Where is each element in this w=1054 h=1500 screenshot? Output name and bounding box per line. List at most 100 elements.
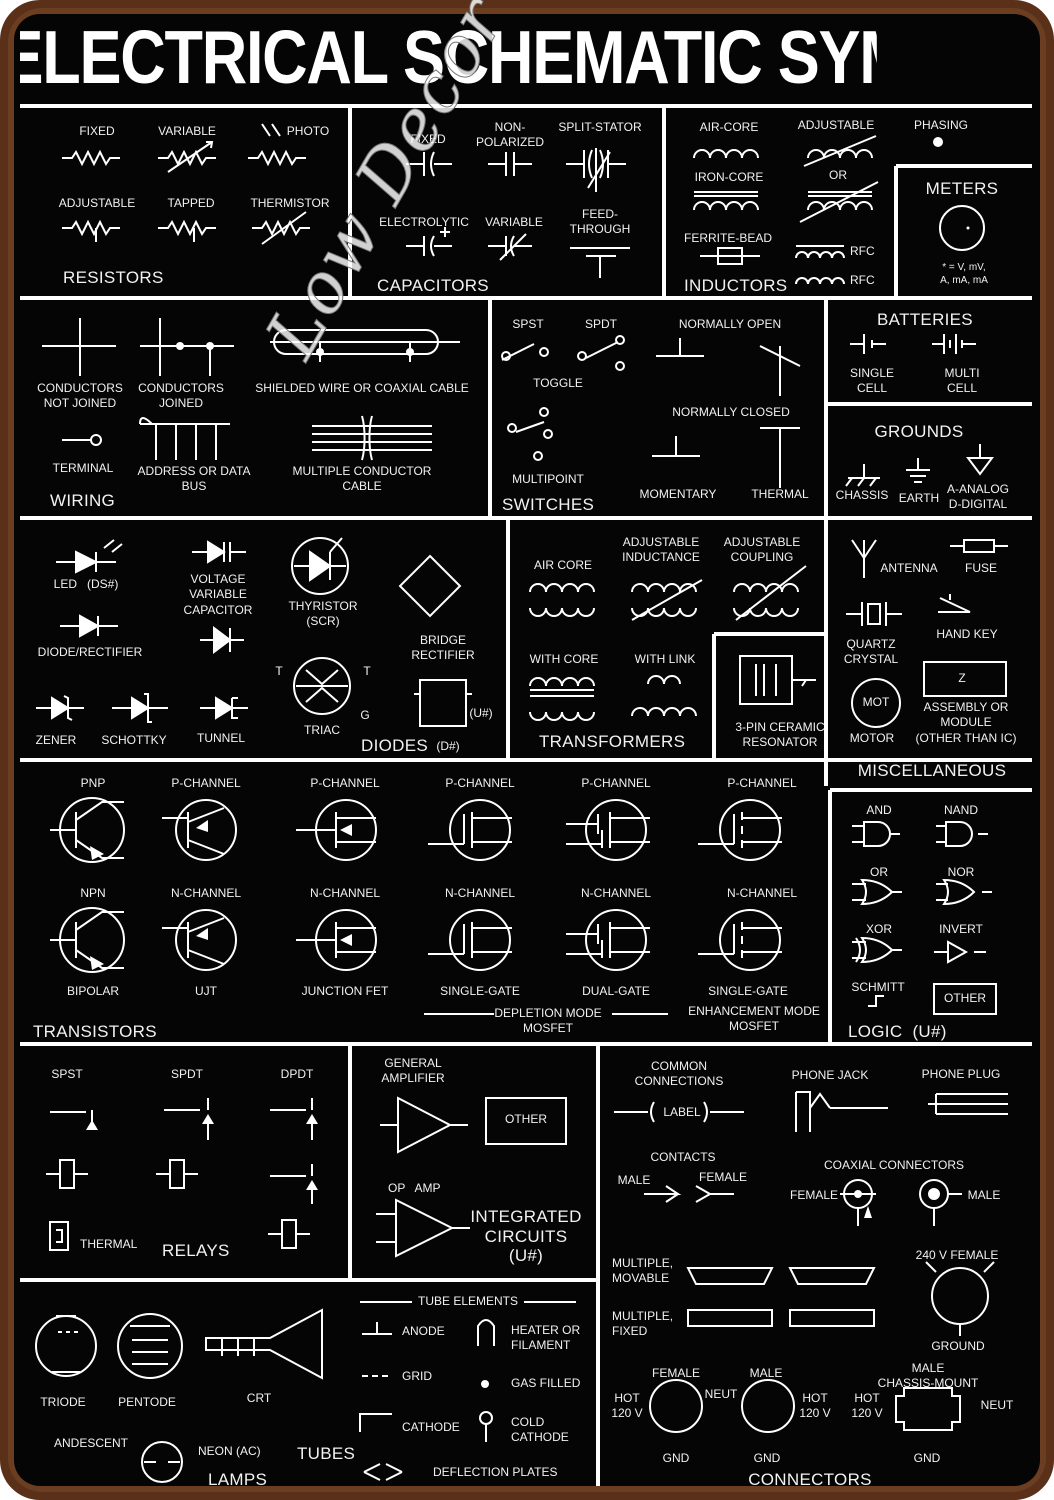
label-adjustable-inductor: ADJUSTABLE <box>797 118 875 132</box>
label-crt: CRT <box>246 1391 272 1405</box>
label-analog-digital: A-ANALOG D-DIGITAL <box>946 482 1010 512</box>
label-gnd-3: GND <box>913 1451 941 1465</box>
label-connector-label: LABEL <box>663 1105 701 1119</box>
label-momentary: MOMENTARY <box>639 487 717 501</box>
label-pnp: PNP <box>80 776 106 790</box>
gas-filled-icon <box>481 1380 489 1388</box>
label-connector-icon <box>614 1101 744 1123</box>
heading-resistors: RESISTORS <box>63 268 164 287</box>
label-triode: TRIODE <box>40 1395 86 1409</box>
heading-grounds: GROUNDS <box>874 422 964 441</box>
momentary-icon <box>652 436 700 457</box>
amplifier-icon <box>380 1096 468 1154</box>
label-and: AND <box>866 803 892 817</box>
phone-jack-icon <box>795 1091 888 1132</box>
and-gate-icon <box>852 821 900 847</box>
label-diodes-d: (D#) <box>436 739 460 753</box>
normally-open-icon <box>656 338 704 357</box>
label-with-core: WITH CORE <box>529 652 599 666</box>
label-grid: GRID <box>402 1369 432 1383</box>
toggle-switch-icon <box>759 345 801 396</box>
neon-lamp-icon <box>141 1441 183 1483</box>
label-thermistor: THERMISTOR <box>250 196 330 210</box>
conductors-not-joined-icon <box>42 318 116 376</box>
label-logic-other: OTHER <box>944 991 986 1005</box>
label-or-gate: OR <box>870 865 888 879</box>
label-led: LED (DS#) <box>53 577 119 591</box>
chassis-ground-icon <box>845 464 880 487</box>
label-240v-female: 240 V FEMALE <box>915 1248 999 1262</box>
fixed-resistor-icon <box>62 149 120 167</box>
variable-resistor-icon <box>158 141 216 173</box>
label-chassis: CHASSIS <box>835 488 889 502</box>
label-photo-resistor: PHOTO <box>286 124 330 138</box>
feedthrough-capacitor-icon <box>570 247 630 278</box>
label-quartz: QUARTZ CRYSTAL <box>843 637 899 667</box>
pentode-icon <box>117 1313 183 1379</box>
label-triac-t2: T <box>363 664 371 678</box>
heading-transistors: TRANSISTORS <box>33 1022 157 1041</box>
label-anode: ANODE <box>402 1324 445 1338</box>
label-antenna: ANTENNA <box>880 561 938 575</box>
anode-icon <box>362 1322 392 1335</box>
ferrite-bead-icon <box>700 247 760 265</box>
cold-cathode-icon <box>479 1411 493 1425</box>
heading-transformers: TRANSFORMERS <box>539 732 686 751</box>
label-tube-elements: TUBE ELEMENTS <box>417 1294 519 1308</box>
thermal-switch-icon <box>760 427 800 488</box>
iron-core-inductor-icon <box>693 191 759 211</box>
label-fixed-resistor: FIXED <box>79 124 115 138</box>
label-p-channel-1: P-CHANNEL <box>171 776 241 790</box>
label-iron-core: IRON-CORE <box>694 170 764 184</box>
heading-meters: METERS <box>925 179 999 198</box>
logic-other-box <box>933 983 997 1015</box>
label-common-connections: COMMON CONNECTIONS <box>634 1059 724 1089</box>
triode-icon <box>35 1315 97 1377</box>
adj-inductance-icon <box>631 579 703 621</box>
thermistor-icon <box>252 211 310 245</box>
label-thermal-switch: THERMAL <box>751 487 809 501</box>
quartz-icon <box>846 602 902 626</box>
air-core-inductor-icon <box>693 149 759 159</box>
bridge-rectifier-icon <box>398 554 462 618</box>
label-adj-inductance: ADJUSTABLE INDUCTANCE <box>622 535 700 565</box>
label-coax-male: MALE <box>967 1188 1001 1202</box>
label-dual-gate: DUAL-GATE <box>582 984 650 998</box>
heading-lamps: LAMPS <box>208 1470 268 1489</box>
label-junction-fet: JUNCTION FET <box>301 984 389 998</box>
label-air-core-transformer: AIR CORE <box>533 558 593 572</box>
ic-other-box <box>485 1097 567 1145</box>
label-ac-male: MALE <box>749 1366 783 1380</box>
label-p-channel-2: P-CHANNEL <box>310 776 380 790</box>
label-tapped-resistor: TAPPED <box>167 196 215 210</box>
variable-capacitor-icon <box>488 233 532 261</box>
label-hot-2: HOT 120 V <box>799 1391 831 1421</box>
heading-logic: LOGIC (U#) <box>848 1022 947 1041</box>
analog-ground-icon <box>966 444 994 476</box>
label-diode-rectifier: DIODE/RECTIFIER <box>37 645 143 659</box>
label-toggle: TOGGLE <box>533 376 583 390</box>
label-zener: ZENER <box>35 733 77 747</box>
invert-gate-icon <box>934 940 986 964</box>
adj-coupling-icon <box>733 565 807 621</box>
label-nor: NOR <box>947 865 975 879</box>
label-multipoint: MULTIPOINT <box>512 472 584 486</box>
label-motor: MOTOR <box>849 731 895 745</box>
label-general-amplifier: GENERAL AMPLIFIER <box>381 1056 445 1086</box>
spdt-switch-icon <box>585 341 619 359</box>
label-240v-ground: GROUND <box>931 1339 985 1353</box>
label-hot-3: HOT 120 V <box>851 1391 883 1421</box>
male-plug-icon <box>741 1379 795 1433</box>
label-thermal-relay: THERMAL <box>80 1237 138 1251</box>
label-neut-3: NEUT <box>980 1398 1014 1412</box>
multiple-cable-icon <box>312 415 432 461</box>
label-single-cell: SINGLE CELL <box>849 366 895 396</box>
heading-capacitors: CAPACITORS <box>377 276 489 295</box>
heading-batteries: BATTERIES <box>877 310 973 329</box>
label-electrolytic: ELECTROLYTIC <box>379 215 469 229</box>
heading-connectors: CONNECTORS <box>748 1470 872 1489</box>
data-bus-icon <box>139 417 230 460</box>
label-adj-coupling: ADJUSTABLE COUPLING <box>723 535 801 565</box>
label-cold-cathode: COLD CATHODE <box>511 1415 569 1445</box>
